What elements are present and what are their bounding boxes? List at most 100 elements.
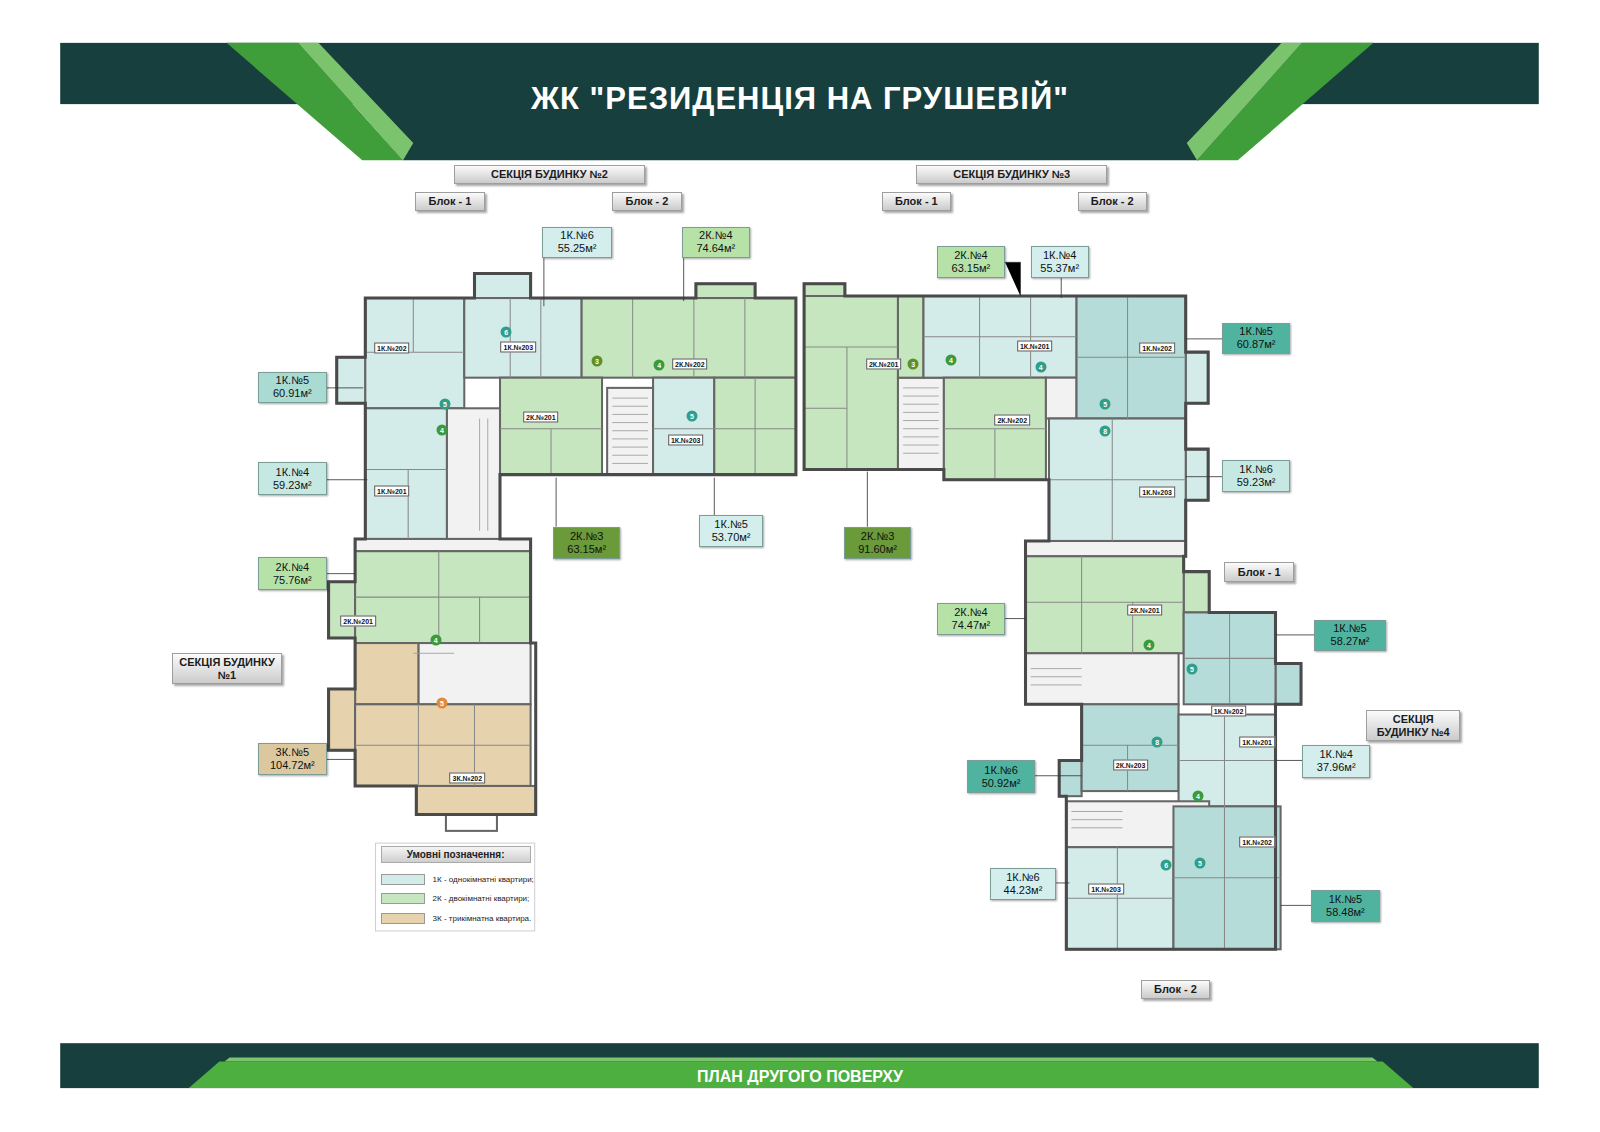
apartment-tag: 2К.№203: [1113, 759, 1149, 770]
node-text: СЕКЦІЯ БУДИНКУ №2: [491, 168, 608, 181]
node-text: 91.60м²: [858, 543, 897, 556]
apartment-callout: 2К.№474.64м²: [682, 227, 750, 259]
node-text: 1К.№6: [560, 229, 594, 242]
outer-walls: [329, 274, 1301, 950]
apartment-tag: 1К.№203: [668, 434, 704, 445]
node-text: 63.15м²: [952, 262, 991, 275]
apartment-tag: 3К.№202: [450, 772, 486, 783]
callout-number: 5: [436, 698, 447, 709]
callout-number: 4: [430, 635, 441, 646]
node-text: 1К.№4: [1043, 249, 1077, 262]
callout-number: 4: [436, 424, 447, 435]
page-title: ЖК "РЕЗИДЕНЦІЯ НА ГРУШЕВІЙ": [0, 80, 1600, 118]
section-label: СЕКЦІЯ БУДИНКУ №3: [916, 165, 1107, 183]
apartment-callout: 3К.№5104.72м²: [258, 743, 326, 775]
callout-number: 5: [1186, 663, 1197, 674]
node-text: 59.23м²: [1237, 476, 1276, 489]
node-text: 1К.№6: [984, 764, 1018, 777]
legend-row: 3К - трикімнатна квартира.: [381, 913, 532, 924]
node-text: 55.25м²: [558, 242, 597, 255]
node-text: 58.27м²: [1331, 635, 1370, 648]
apartment-tag: 1К.№203: [501, 342, 537, 353]
apartment-tag: 1К.№202: [374, 343, 410, 354]
block-label: Блок - 1: [415, 192, 484, 211]
stairs: [413, 388, 1122, 828]
node-text: СЕКЦІЯ БУДИНКУ №1: [176, 656, 277, 682]
legend-title: Умовні позначення:: [381, 846, 531, 863]
node-text: 1К.№6: [1006, 871, 1040, 884]
apartment-callout: 2К.№363.15м²: [553, 527, 620, 560]
apartment-tag: 1К.№203: [1088, 884, 1124, 895]
node-text: Блок - 2: [1091, 195, 1134, 208]
apartment-tag: 1К.№202: [1139, 343, 1175, 354]
node-text: 2К.№4: [954, 606, 988, 619]
section-label: СЕКЦІЯ БУДИНКУ №2: [454, 165, 645, 183]
legend-row: 2К - двокімнатні квартири;: [381, 893, 530, 904]
legend-panel: [376, 843, 535, 931]
block-label: Блок - 2: [612, 192, 681, 211]
apartment-callout: 2К.№391.60м²: [844, 527, 911, 560]
apartment-tag: 1К.№201: [1017, 341, 1053, 352]
apartment-callout: 1К.№455.37м²: [1031, 246, 1089, 278]
node-text: 2К.№4: [699, 229, 733, 242]
node-text: 1К.№5: [276, 374, 310, 387]
apartment-tag: 2К.№201: [523, 412, 559, 423]
node-text: 1К.№5: [1239, 325, 1273, 338]
callout-number: 6: [1161, 859, 1172, 870]
node-text: 1К.№6: [1239, 463, 1273, 476]
apartment-tag: 2К.№202: [994, 414, 1030, 425]
node-text: 1К.№4: [1319, 748, 1353, 761]
node-text: 1К.№5: [1333, 622, 1367, 635]
legend-row: 1К - однокімнатні квартири;: [381, 874, 534, 885]
callout-number: 5: [1100, 399, 1111, 410]
node-text: 104.72м²: [270, 759, 315, 772]
block-label: Блок - 1: [882, 192, 951, 211]
callout-number: 4: [654, 360, 665, 371]
apartment-tag: 2К.№201: [866, 359, 902, 370]
node-text: 44.23м²: [1004, 884, 1043, 897]
apartments: [329, 274, 1301, 950]
callout-number: 3: [591, 356, 602, 367]
legend-text: 2К - двокімнатні квартири;: [433, 894, 530, 903]
callout-number: 5: [686, 411, 697, 422]
legend-text: 3К - трикімнатна квартира.: [433, 914, 532, 923]
block-label: Блок - 2: [1078, 192, 1147, 211]
callout-number: 4: [1192, 791, 1203, 802]
node-text: Блок - 2: [1154, 983, 1197, 996]
room-walls: [355, 296, 1281, 949]
apartment-callout: 2К.№463.15м²: [937, 246, 1005, 278]
node-text: 60.87м²: [1237, 338, 1276, 351]
node-text: 1К.№5: [1329, 893, 1363, 906]
page-caption: ПЛАН ДРУГОГО ПОВЕРХУ: [0, 1067, 1600, 1087]
node-text: 2К.№4: [954, 249, 988, 262]
node-text: Блок - 1: [1238, 566, 1281, 579]
node-text: 63.15м²: [567, 543, 606, 556]
apartment-callout: 1К.№659.23м²: [1222, 460, 1289, 492]
node-text: Блок - 2: [625, 195, 668, 208]
callout-number: 8: [1152, 737, 1163, 748]
node-text: Блок - 1: [429, 195, 472, 208]
apartment-callout: 1К.№437.96м²: [1302, 745, 1370, 778]
legend-swatch: [381, 874, 425, 885]
block-label: Блок - 1: [1224, 562, 1293, 581]
node-text: 53.70м²: [712, 531, 751, 544]
apartment-callout: 1К.№560.87м²: [1222, 323, 1289, 355]
node-text: 74.47м²: [952, 619, 991, 632]
apartment-callout: 1К.№644.23м²: [990, 868, 1056, 901]
callout-number: 8: [1100, 425, 1111, 436]
legend-swatch: [381, 913, 425, 924]
callout-number: 4: [1143, 640, 1154, 651]
node-text: 58.48м²: [1326, 906, 1365, 919]
node-text: Блок - 1: [895, 195, 938, 208]
node-text: 2К.№3: [570, 530, 604, 543]
apartment-callout: 2К.№475.76м²: [258, 557, 326, 590]
node-text: 50.92м²: [982, 777, 1021, 790]
apartment-callout: 1К.№655.25м²: [542, 227, 612, 259]
node-text: 55.37м²: [1040, 262, 1079, 275]
legend-text: 1К - однокімнатні квартири;: [433, 875, 534, 884]
node-text: 2К.№3: [861, 530, 895, 543]
apartment-tag: 1К.№201: [1239, 737, 1275, 748]
apartment-callout: 1К.№558.27м²: [1314, 620, 1385, 652]
node-text: 37.96м²: [1317, 761, 1356, 774]
